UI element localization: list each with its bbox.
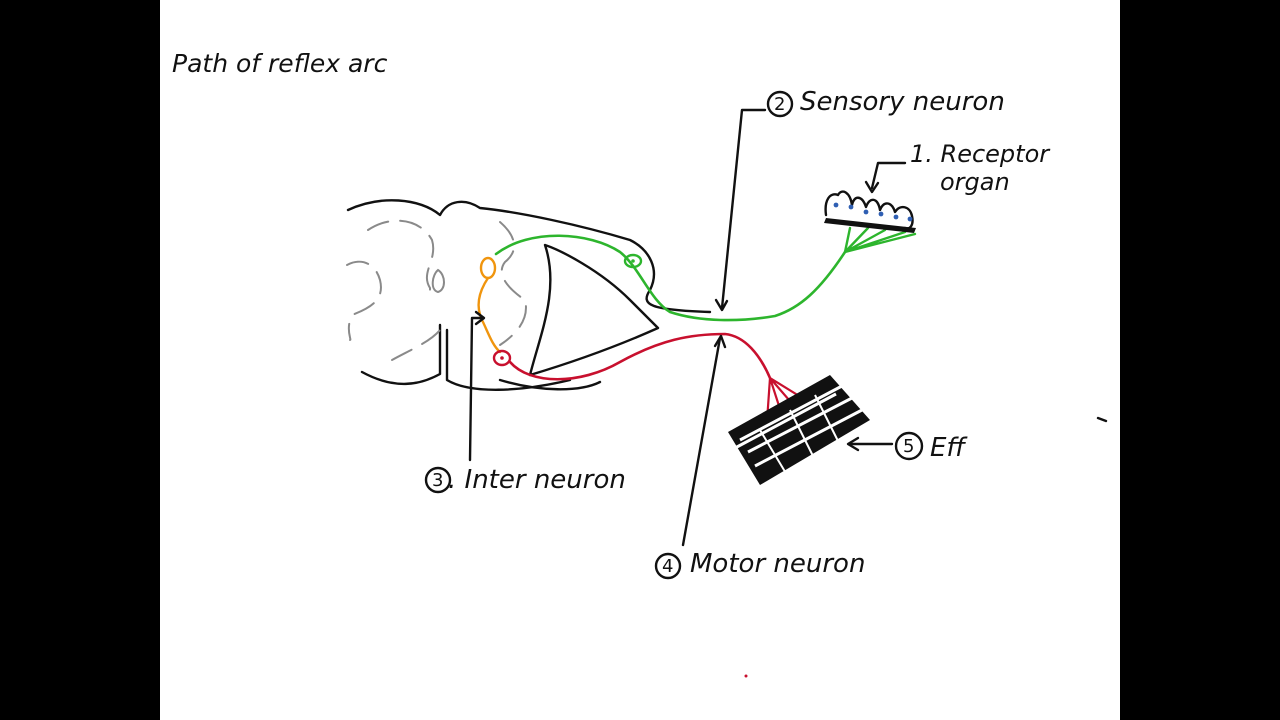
sensory-label: Sensory neuron [800,87,1005,117]
interneuron-label: . Inter neuron [448,465,626,495]
sensory-number: 2 [774,94,785,115]
interneuron-number: 3 [432,470,443,491]
diagram-title: Path of reflex arc [172,49,388,78]
receptor-label-line2: organ [940,168,1010,196]
pointer-lines [468,108,907,547]
interneuron [477,256,502,354]
label-motor: 4 Motor neuron [654,549,865,580]
effector-label: Eff [930,433,968,463]
stray-mark [1096,416,1108,423]
receptor-organ [824,190,916,233]
effector-muscle [728,375,870,485]
receptor-label-line1: 1. Receptor [910,140,1051,168]
motor-number: 4 [662,556,673,577]
label-sensory: 2 Sensory neuron [766,87,1005,118]
whiteboard-page [160,0,1120,720]
sensory-neuron [494,226,917,322]
label-effector: 5 Eff [894,431,968,463]
motor-label: Motor neuron [690,549,865,579]
stray-dot [744,674,748,678]
spinal-cord [346,199,712,391]
gray-matter [346,219,527,361]
label-receptor: 1. Receptor organ [910,140,1051,196]
label-interneuron: 3 . Inter neuron [424,465,626,495]
effector-number: 5 [903,436,914,457]
